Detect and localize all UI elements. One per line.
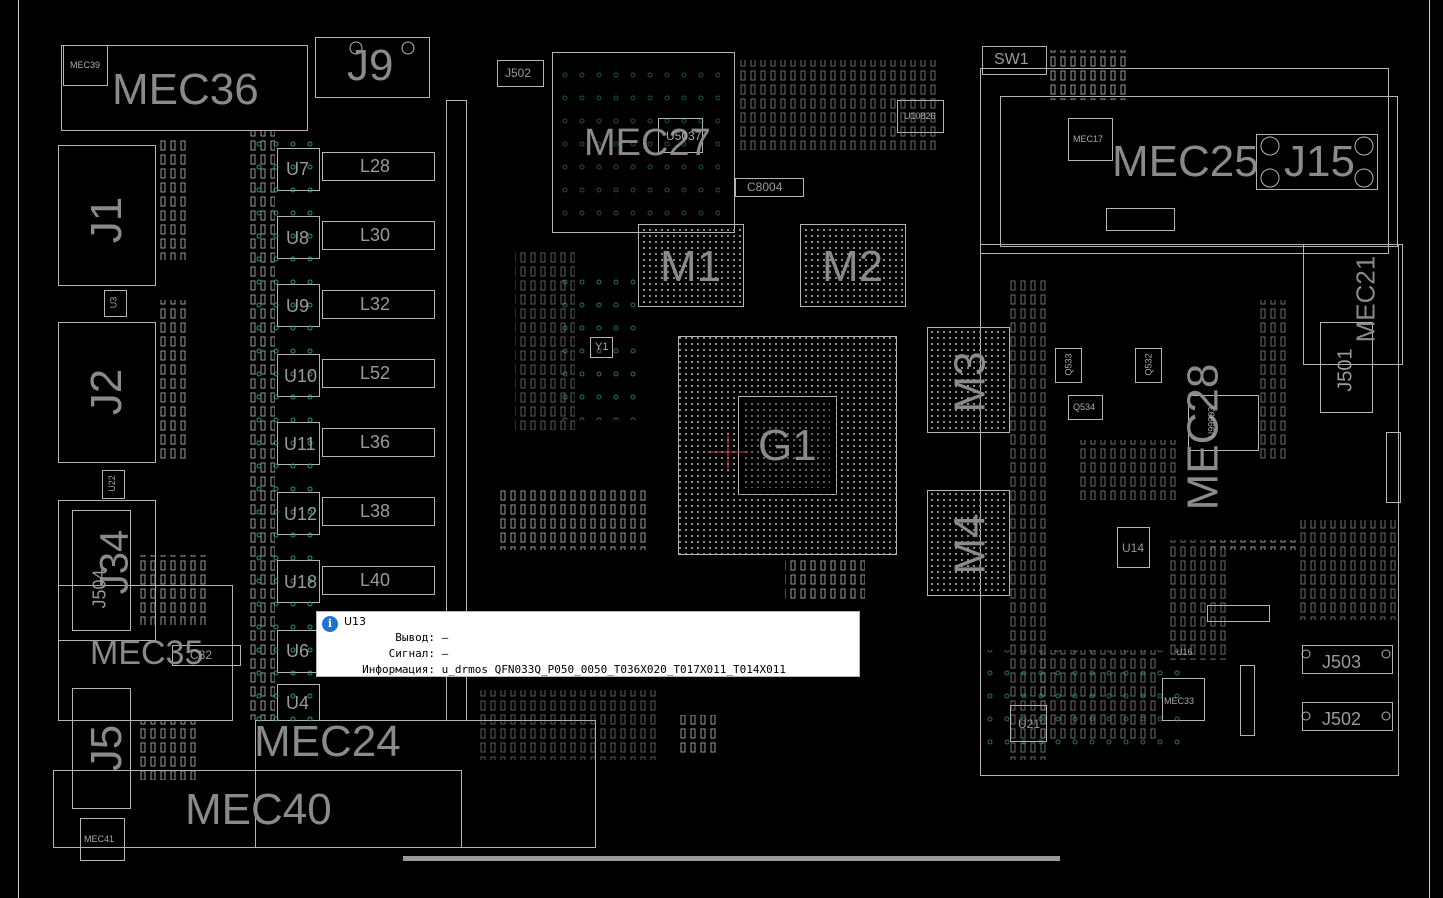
label-u6: U6 bbox=[286, 641, 310, 661]
label-u10: U10 bbox=[284, 366, 318, 386]
label-q534: Q534 bbox=[1073, 402, 1096, 412]
label-j502: J502 bbox=[505, 66, 532, 80]
tooltip-signal-value: — bbox=[441, 647, 449, 660]
label-l32: L32 bbox=[360, 294, 391, 314]
label-l38: L38 bbox=[360, 501, 391, 521]
tooltip-pin-value: — bbox=[441, 631, 449, 644]
label-j504: J504 bbox=[89, 569, 110, 609]
label-u22: U22 bbox=[106, 475, 117, 492]
label-j2: J2 bbox=[82, 368, 132, 416]
info-icon: i bbox=[322, 616, 338, 632]
label-l40: L40 bbox=[360, 570, 391, 590]
label-mec41: MEC41 bbox=[84, 834, 115, 844]
label-u4: U4 bbox=[286, 693, 310, 713]
label-l30: L30 bbox=[360, 225, 391, 245]
label-u10826: U10826 bbox=[904, 111, 936, 121]
label-u12: U12 bbox=[284, 504, 318, 524]
label-l52: L52 bbox=[360, 363, 391, 383]
label-u21: U21 bbox=[1018, 717, 1041, 731]
tooltip-signal-label: Сигнал: bbox=[388, 647, 435, 660]
tooltip-signal-row: Сигнал: — bbox=[317, 647, 857, 660]
label-y1: Y1 bbox=[595, 341, 609, 353]
label-mec27: MEC27 bbox=[584, 122, 711, 164]
label-j1: J1 bbox=[82, 196, 132, 244]
label-u14: U14 bbox=[1122, 541, 1145, 555]
label-j15: J15 bbox=[1284, 137, 1355, 186]
label-j503: J503 bbox=[1322, 652, 1362, 672]
label-j5: J5 bbox=[82, 724, 132, 772]
label-u7: U7 bbox=[286, 159, 310, 179]
tooltip-pin-label: Вывод: bbox=[395, 631, 435, 644]
label-j502b: J502 bbox=[1322, 709, 1362, 729]
label-q533: Q533 bbox=[1063, 353, 1074, 376]
label-g1: G1 bbox=[758, 421, 817, 470]
label-mec24: MEC24 bbox=[254, 717, 401, 766]
label-mec40: MEC40 bbox=[185, 785, 332, 834]
label-m1: M1 bbox=[660, 242, 722, 291]
label-j9: J9 bbox=[347, 41, 394, 90]
tooltip-info-value: u_drmos QFN033Q_P050_0050_T036X020_T017X… bbox=[441, 663, 786, 676]
label-m3: M3 bbox=[945, 351, 995, 413]
label-mec28: MEC28 bbox=[1178, 363, 1228, 511]
label-mec21: MEC21 bbox=[1350, 255, 1381, 343]
label-u16: U16 bbox=[1176, 647, 1193, 657]
label-u11: U11 bbox=[284, 434, 316, 454]
label-mec36: MEC36 bbox=[112, 65, 259, 114]
label-m2: M2 bbox=[822, 242, 884, 291]
label-l28: L28 bbox=[360, 156, 391, 176]
label-u8: U8 bbox=[286, 228, 310, 248]
label-mec17: MEC17 bbox=[1073, 134, 1104, 144]
tooltip-info-row: Информация: u_drmos QFN033Q_P050_0050_T0… bbox=[317, 663, 857, 676]
label-c82: C82 bbox=[190, 648, 213, 662]
label-sw1: SW1 bbox=[994, 51, 1029, 68]
label-mec33: MEC33 bbox=[1164, 696, 1195, 706]
label-mec25: MEC25 bbox=[1112, 137, 1259, 186]
label-mec35: MEC35 bbox=[90, 634, 204, 672]
component-info-tooltip: i U13 Вывод: — Сигнал: — Информация: u_d… bbox=[316, 611, 860, 677]
label-q532: Q532 bbox=[1143, 353, 1154, 376]
label-u5037: U5037 bbox=[666, 129, 702, 143]
tooltip-info-label: Информация: bbox=[362, 663, 435, 676]
label-c8004: C8004 bbox=[747, 180, 783, 194]
label-u18: U18 bbox=[284, 572, 318, 592]
tooltip-pin-row: Вывод: — bbox=[317, 631, 857, 644]
label-u99993: U99993 bbox=[1206, 406, 1217, 439]
tooltip-title: U13 bbox=[344, 615, 367, 628]
label-mec39: MEC39 bbox=[70, 60, 101, 70]
label-l36: L36 bbox=[360, 432, 391, 452]
label-j501: J501 bbox=[1334, 348, 1357, 392]
label-u3: U3 bbox=[108, 296, 119, 309]
label-u9: U9 bbox=[286, 296, 310, 316]
label-m4: M4 bbox=[945, 513, 995, 575]
